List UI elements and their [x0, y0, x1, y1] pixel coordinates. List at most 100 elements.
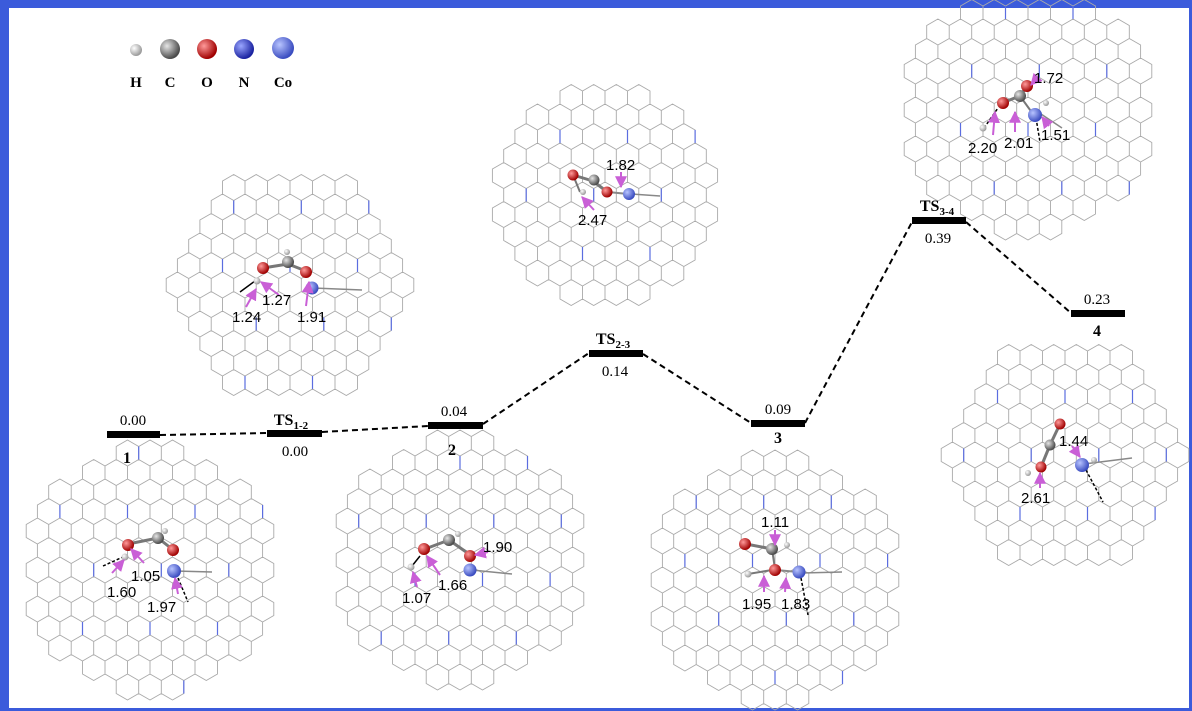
- molecular-structures: 1.60 1.05 1.97 1.27 1.24 1.91: [102, 70, 1133, 616]
- energy-value-2: 0.04: [441, 404, 468, 420]
- oxygen-atom: [1021, 80, 1033, 92]
- hydrogen-bond: [983, 107, 999, 129]
- level-bar-2: [428, 422, 483, 429]
- structure-4: 1.44 2.61: [1021, 418, 1133, 507]
- distance-arrow: [1030, 72, 1043, 86]
- level-label-ts23: TS2-3: [596, 331, 631, 351]
- distance-label: 1.72: [1034, 70, 1063, 87]
- lattice-mesh: [165, 173, 415, 397]
- oxygen-atom: [997, 97, 1009, 109]
- distance-label: 1.95: [742, 596, 771, 613]
- bond: [174, 570, 213, 573]
- carbon-atom: [1044, 439, 1056, 451]
- energy-value-3: 0.09: [765, 402, 791, 418]
- level-bar-3: [751, 420, 805, 427]
- distance-label: 1.44: [1059, 433, 1088, 450]
- oxygen-atom: [769, 564, 781, 576]
- hydrogen-atom: [784, 542, 790, 548]
- lattice-nitrogen-sites: [959, 6, 1130, 195]
- oxygen-atom: [1054, 418, 1066, 430]
- carbon-atom: [766, 543, 778, 555]
- hydrogen-atom-icon: [130, 44, 142, 56]
- distance-arrow: [260, 281, 280, 296]
- graphene-lattice: [335, 429, 585, 691]
- hydrogen-atom: [979, 124, 987, 132]
- graphene-lattice: [903, 0, 1153, 241]
- lattice-mesh: [650, 449, 900, 711]
- structure-1: 1.60 1.05 1.97: [102, 528, 213, 616]
- distance-arrow: [111, 559, 125, 574]
- structure-ts23: 1.82 2.47: [567, 157, 661, 229]
- carbon-atom: [588, 174, 600, 186]
- connector-1-ts12: [159, 432, 268, 436]
- distance-label: 1.24: [232, 309, 261, 326]
- coordination-bond: [177, 577, 189, 603]
- graphene-lattice: [491, 83, 719, 307]
- distance-label: 1.27: [262, 292, 291, 309]
- oxygen-atom: [122, 539, 134, 551]
- connector-3-ts34: [804, 221, 913, 424]
- connector-ts12-2: [321, 425, 429, 433]
- oxygen-atom: [739, 538, 751, 550]
- carbon-atom-icon: [160, 39, 180, 59]
- graphene-lattice: [165, 173, 415, 397]
- hydrogen-atom: [1091, 457, 1097, 463]
- distance-label: 1.60: [107, 584, 136, 601]
- distance-arrow: [130, 548, 145, 564]
- carbon-atom: [1014, 90, 1026, 102]
- connector-ts34-4: [965, 221, 1072, 314]
- distance-arrow: [1068, 444, 1081, 458]
- distance-label: 1.11: [761, 514, 789, 531]
- bond: [631, 193, 661, 197]
- cobalt-atom: [623, 188, 635, 200]
- hydrogen-atom: [1043, 100, 1049, 106]
- distance-label: 1.66: [438, 577, 467, 594]
- energy-value-ts34: 0.39: [925, 231, 951, 247]
- distance-arrow: [1041, 116, 1054, 130]
- cobalt-atom: [1028, 108, 1042, 122]
- level-label-ts34: TS3-4: [920, 198, 955, 218]
- distance-label: 1.91: [297, 309, 326, 326]
- legend-item-o: O: [197, 39, 217, 91]
- carbon-atom: [152, 532, 164, 544]
- energy-value-4: 0.23: [1084, 292, 1110, 308]
- connector-2-ts23: [482, 352, 590, 425]
- carbon-atom: [282, 256, 294, 268]
- distance-arrow: [779, 576, 792, 593]
- energy-levels: 0.00 1 TS1-2 0.00 0.04 2 TS2-3 0.14 0.09…: [107, 198, 1125, 467]
- cobalt-atom: [792, 565, 806, 579]
- distance-label: 2.61: [1021, 490, 1050, 507]
- distance-label: 2.20: [968, 140, 997, 157]
- level-bar-ts12: [267, 430, 322, 437]
- distance-label: 2.01: [1004, 135, 1033, 152]
- lattice-nitrogen-sites: [684, 495, 889, 684]
- graphene-lattice: [940, 343, 1190, 567]
- distance-label: 1.07: [402, 590, 431, 607]
- distance-arrow: [473, 546, 489, 559]
- distance-label: 2.47: [578, 212, 607, 229]
- cobalt-atom: [1075, 458, 1089, 472]
- distance-label: 1.51: [1041, 127, 1070, 144]
- structure-3: 1.11 1.95 1.83: [739, 514, 843, 616]
- oxygen-atom: [300, 266, 312, 278]
- distance-arrow: [171, 576, 183, 595]
- coordination-bond: [1035, 117, 1041, 143]
- level-bar-4: [1071, 310, 1125, 317]
- level-label-2: 2: [448, 442, 456, 459]
- hydrogen-atom: [162, 528, 168, 534]
- graphene-lattice: [25, 439, 275, 701]
- bond: [471, 569, 513, 575]
- bond: [312, 287, 363, 291]
- nitrogen-atom-icon: [234, 39, 254, 59]
- hydrogen-atom: [744, 570, 752, 578]
- coordination-bond: [800, 577, 809, 616]
- level-bar-1: [107, 431, 160, 438]
- structure-2: 1.90 1.07 1.66: [402, 531, 512, 607]
- oxygen-atom: [257, 262, 269, 274]
- bond: [1083, 457, 1133, 465]
- legend-item-h: H: [130, 44, 142, 91]
- legend-item-co: Co: [272, 37, 294, 91]
- level-label-ts12: TS1-2: [274, 412, 309, 432]
- cobalt-atom-icon: [272, 37, 294, 59]
